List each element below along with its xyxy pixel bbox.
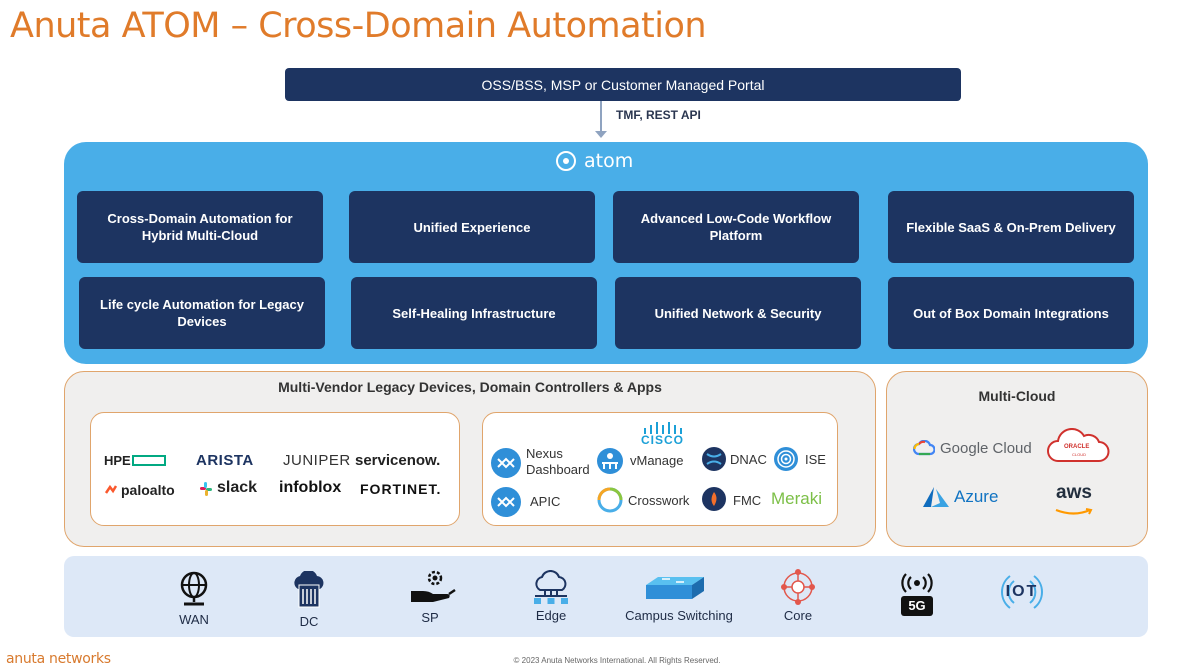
cisco-logo: CISCO xyxy=(641,433,685,447)
copyright-text: © 2023 Anuta Networks International. All… xyxy=(513,656,721,665)
core-network-icon xyxy=(780,568,816,606)
apic-icon xyxy=(490,486,522,518)
oracle-logo: ORACLE xyxy=(1064,444,1090,450)
page-title: Anuta ATOM – Cross-Domain Automation xyxy=(10,6,707,46)
portal-bar: OSS/BSS, MSP or Customer Managed Portal xyxy=(285,68,961,101)
ise-fingerprint-icon xyxy=(773,446,799,472)
nexus-dashboard-icon xyxy=(490,447,522,479)
atom-logo-text: atom xyxy=(584,150,634,172)
iot-rings-icon xyxy=(998,568,1046,616)
sp-hand-gear-icon xyxy=(409,569,457,607)
aws-logo: aws xyxy=(1056,482,1092,503)
aws-smile-icon xyxy=(1054,503,1094,515)
vendor-logos-box xyxy=(90,412,460,526)
capability-card-saas: Flexible SaaS & On-Prem Delivery xyxy=(888,191,1134,263)
slack-icon xyxy=(198,481,214,497)
hpe-logo: HPE xyxy=(104,453,131,468)
edge-cloud-icon xyxy=(531,570,571,606)
domain-label-iot: IOT xyxy=(1005,583,1039,600)
capability-card-network-security: Unified Network & Security xyxy=(615,277,861,349)
capability-card-lifecycle: Life cycle Automation for Legacy Devices xyxy=(79,277,325,349)
5g-signal-icon xyxy=(900,573,934,593)
api-arrow-head xyxy=(595,131,607,138)
dc-cloud-server-icon xyxy=(290,569,328,609)
capability-card-self-healing: Self-Healing Infrastructure xyxy=(351,277,597,349)
ise-label: ISE xyxy=(805,452,826,467)
capability-card-integrations: Out of Box Domain Integrations xyxy=(888,277,1134,349)
domain-label-5g: 5G xyxy=(901,596,933,616)
infoblox-logo: infoblox xyxy=(279,479,342,496)
paloalto-icon xyxy=(104,483,118,497)
crosswork-label: Crosswork xyxy=(628,493,690,508)
domain-label-wan: WAN xyxy=(179,612,209,627)
oracle-cloud-icon xyxy=(1046,427,1110,464)
juniper-logo: JUNIPER xyxy=(283,452,351,469)
oracle-cloud-text: CLOUD xyxy=(1072,452,1087,457)
dnac-icon xyxy=(701,446,727,472)
wan-globe-icon xyxy=(177,571,211,607)
hpe-rect-icon xyxy=(132,455,166,466)
paloalto-logo: paloalto xyxy=(121,482,175,498)
meraki-logo: Meraki xyxy=(771,489,823,508)
apic-label: APIC xyxy=(530,494,561,509)
arista-logo: ARISTA xyxy=(196,452,254,469)
fmc-icon xyxy=(701,486,727,512)
vmanage-icon xyxy=(596,447,624,475)
azure-icon xyxy=(921,486,951,508)
domain-label-core: Core xyxy=(783,608,813,623)
api-arrow-line xyxy=(600,101,602,133)
capability-card-unified-experience: Unified Experience xyxy=(349,191,595,263)
nexus-dashboard-label: Nexus Dashboard xyxy=(526,446,590,477)
servicenow-logo: servicenow. xyxy=(355,452,441,469)
dnac-label: DNAC xyxy=(730,452,767,467)
api-label: TMF, REST API xyxy=(616,108,701,122)
multicloud-title: Multi-Cloud xyxy=(978,388,1056,404)
atom-ring-icon xyxy=(556,151,576,171)
campus-switch-icon xyxy=(644,575,706,603)
anuta-networks-logo: anuta networks xyxy=(6,651,111,667)
cisco-bars-icon xyxy=(642,421,684,434)
capability-card-cross-domain: Cross-Domain Automation for Hybrid Multi… xyxy=(77,191,323,263)
domain-label-edge: Edge xyxy=(535,608,567,623)
controller-logos-box xyxy=(482,412,838,526)
crosswork-icon xyxy=(596,486,624,514)
slack-logo: slack xyxy=(217,479,258,496)
multivendor-title: Multi-Vendor Legacy Devices, Domain Cont… xyxy=(278,379,662,395)
domain-label-dc: DC xyxy=(299,614,319,629)
google-cloud-logo: Google Cloud xyxy=(940,440,1032,457)
fortinet-logo: FORTINET. xyxy=(360,481,442,497)
domain-label-campus-switching: Campus Switching xyxy=(625,608,733,623)
capability-card-low-code: Advanced Low-Code Workflow Platform xyxy=(613,191,859,263)
atom-logo: atom xyxy=(556,150,633,172)
google-cloud-icon xyxy=(912,439,936,456)
azure-logo: Azure xyxy=(954,487,999,506)
domain-panel xyxy=(64,556,1148,637)
domain-label-sp: SP xyxy=(421,610,439,625)
fmc-label: FMC xyxy=(733,493,762,508)
vmanage-label: vManage xyxy=(630,453,684,468)
